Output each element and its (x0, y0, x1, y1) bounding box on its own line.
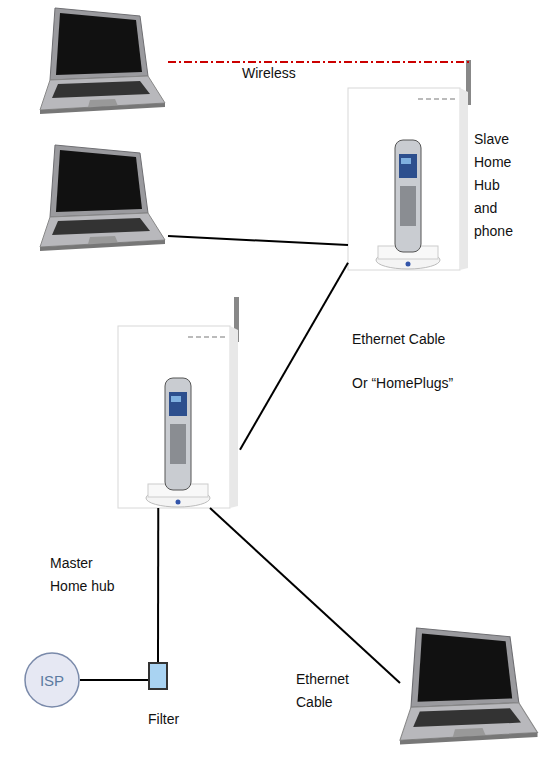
text-label: Wireless (242, 62, 322, 85)
node-label: Filter (148, 708, 198, 731)
wireless-link (168, 62, 468, 66)
hub-node: Slave Home Hub and phone (348, 88, 470, 270)
circle-shape (25, 653, 79, 707)
connector-line (240, 263, 348, 450)
ethernet-wire (210, 508, 400, 683)
node-label: Master Home hub (50, 552, 122, 598)
ethernet-wire (168, 236, 348, 245)
laptop-illustration (40, 8, 165, 114)
text-label: Ethernet Cable (296, 668, 358, 714)
hub-illustration (348, 88, 468, 270)
connector-label: Ethernet Cable (352, 328, 482, 351)
node-label: ISP (24, 652, 80, 708)
text-label: Or “HomePlugs” (352, 372, 482, 395)
connector-line (157, 508, 159, 662)
hub-illustration (118, 326, 238, 508)
hub-node: Master Home hub (118, 326, 240, 508)
laptop-illustration (400, 628, 538, 745)
filter-box: Filter (148, 662, 168, 690)
connector-line (80, 679, 148, 681)
node-label: Slave Home Hub and phone (474, 128, 520, 243)
laptop-illustration (40, 145, 165, 251)
isp-circle: ISP (24, 652, 80, 708)
